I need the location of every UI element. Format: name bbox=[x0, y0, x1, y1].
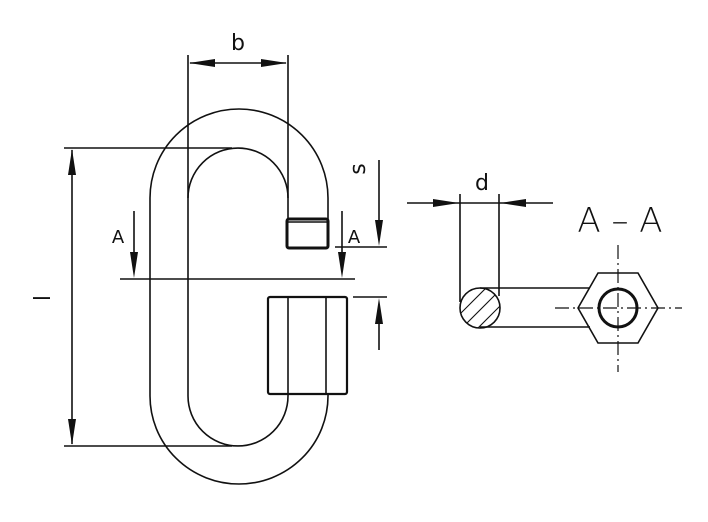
dimension-s: s bbox=[335, 160, 387, 350]
dimension-l: l bbox=[31, 147, 232, 447]
dimension-l-label: l bbox=[31, 295, 56, 301]
dimension-d-label: d bbox=[475, 171, 489, 196]
link-outer-contour bbox=[149, 108, 329, 485]
link-inner-contour bbox=[187, 147, 289, 447]
section-line-a: A A bbox=[112, 211, 361, 280]
quick-link-front-view bbox=[149, 108, 349, 485]
dimension-b: b bbox=[187, 31, 289, 198]
closing-sleeve bbox=[266, 295, 349, 396]
section-mark-left: A bbox=[112, 227, 125, 248]
dimension-s-label: s bbox=[346, 163, 371, 174]
dimension-b-label: b bbox=[231, 31, 245, 56]
section-view-a-a: d A – A bbox=[407, 171, 682, 372]
section-mark-right: A bbox=[348, 227, 361, 248]
section-title: A – A bbox=[577, 201, 662, 241]
thread-end bbox=[285, 217, 330, 250]
